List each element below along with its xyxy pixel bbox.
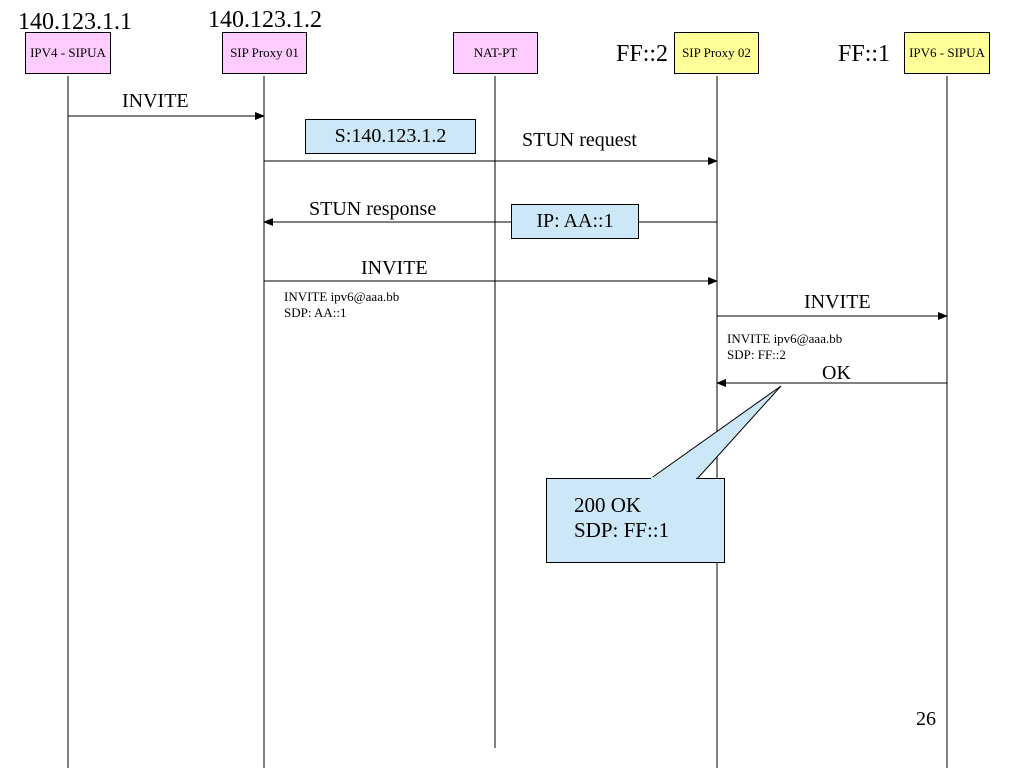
label-invite-3: INVITE xyxy=(804,291,871,313)
box-stun-request-source: S:140.123.1.2 xyxy=(305,119,476,154)
note-invite-3-sdp: SDP: FF::2 xyxy=(727,347,786,362)
label-stun-response: STUN response xyxy=(309,198,437,220)
note-invite-2-sdp: SDP: AA::1 xyxy=(284,305,347,320)
label-ok: OK xyxy=(822,362,851,384)
participant-sip-proxy-02: SIP Proxy 02 xyxy=(674,32,759,74)
page-number: 26 xyxy=(916,708,936,730)
participant-sip-proxy-01: SIP Proxy 01 xyxy=(222,32,307,74)
callout-line-2: SDP: FF::1 xyxy=(574,518,670,542)
callout-seam xyxy=(651,477,696,480)
address-sip-proxy-01: 140.123.1.2 xyxy=(208,7,322,33)
participant-ipv4-sipua: IPV4 - SIPUA xyxy=(25,32,111,74)
participant-nat-pt: NAT-PT xyxy=(453,32,538,74)
label-invite-2: INVITE xyxy=(361,257,428,279)
note-invite-2-uri: INVITE ipv6@aaa.bb xyxy=(284,289,400,304)
box-stun-response-ip: IP: AA::1 xyxy=(511,204,639,239)
label-invite-1: INVITE xyxy=(122,90,189,112)
callout-box: 200 OK SDP: FF::1 xyxy=(546,478,725,563)
note-invite-3-uri: INVITE ipv6@aaa.bb xyxy=(727,331,843,346)
label-stun-request: STUN request xyxy=(522,129,637,151)
callout-line-1: 200 OK xyxy=(574,493,642,517)
address-ipv4-sipua: 140.123.1.1 xyxy=(18,9,132,35)
address-sip-proxy-02: FF::2 xyxy=(616,41,669,67)
participant-ipv6-sipua: IPV6 - SIPUA xyxy=(904,32,990,74)
address-ipv6-sipua: FF::1 xyxy=(838,41,891,67)
callout-pointer xyxy=(648,385,782,480)
